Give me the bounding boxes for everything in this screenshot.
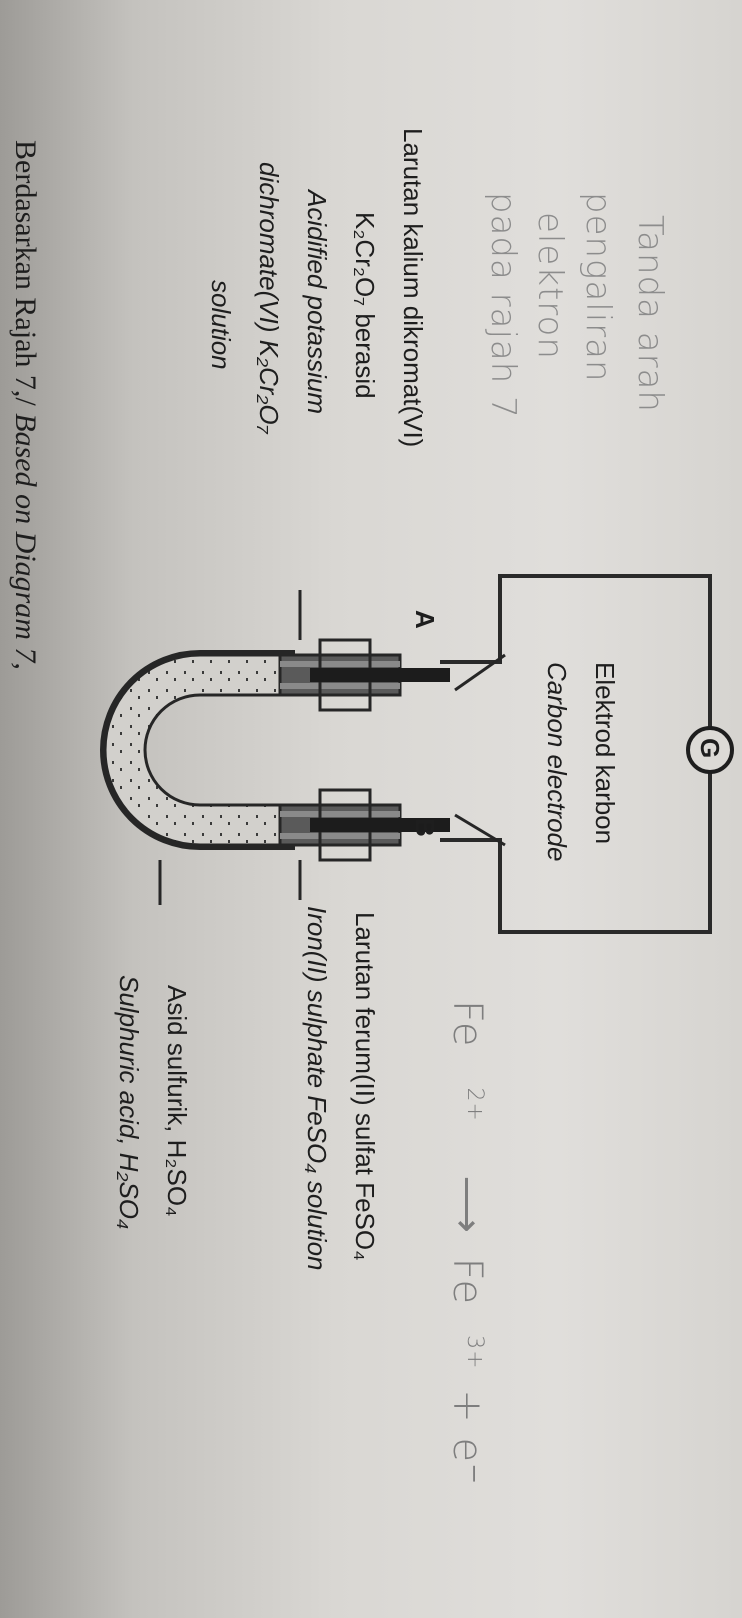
galvanometer-symbol — [686, 726, 734, 774]
caption-prefix: Berdasarkan Rajah 7,/ — [9, 140, 42, 414]
label-b-malay: Larutan ferum(II) sulfat FeSO₄ — [350, 912, 380, 1261]
terminal-a-label: A — [410, 610, 440, 629]
pointer-electrode-b — [454, 813, 506, 847]
acid-label-malay: Asid sulfurik, H₂SO₄ — [162, 985, 192, 1217]
acid-label-english: Sulphuric acid, H₂SO₄ — [114, 975, 144, 1230]
equation-reactant-charge: 2+ — [462, 1087, 488, 1122]
electrode-label-malay: Elektrod karbon — [590, 662, 620, 845]
carbon-electrode-a — [310, 668, 450, 682]
label-a-english-line2: dichromate(VI) K₂Cr₂O₇ — [254, 162, 284, 434]
handwritten-note-line-2: pengaliran — [578, 192, 618, 383]
wire-right — [440, 765, 712, 934]
carbon-electrode-b — [310, 818, 450, 832]
label-a-malay-line1: Larutan kalium dikromat(VI) — [398, 128, 428, 448]
terminal-b-label: B — [410, 818, 440, 837]
handwritten-equation: Fe 2+ ⟶ Fe 3+ + e⁻ — [444, 1000, 490, 1485]
u-tube-electrolyte — [103, 653, 282, 847]
caption: Berdasarkan Rajah 7,/ Based on Diagram 7… — [8, 140, 42, 670]
equation-product: Fe — [444, 1257, 490, 1306]
label-b-english: Iron(II) sulphate FeSO₄ solution — [302, 906, 332, 1271]
equation-product-charge: 3+ — [462, 1335, 488, 1370]
caption-english: Based on Diagram 7, — [9, 413, 42, 670]
label-a-malay-line2: K₂Cr₂O₇ berasid — [350, 212, 380, 399]
u-tube-outline — [100, 650, 295, 850]
handwritten-note-line-3: elektron — [530, 212, 570, 360]
electrode-label-english: Carbon electrode — [542, 662, 572, 862]
equation-reactant: Fe — [444, 1000, 490, 1048]
label-a-english-line1: Acidified potassium — [302, 190, 332, 414]
pointer-electrode-a — [454, 653, 506, 692]
equation-tail: + e⁻ — [444, 1389, 490, 1486]
equation-arrow: ⟶ — [444, 1175, 490, 1234]
label-a-english-line3: solution — [206, 280, 236, 370]
handwritten-note-line-4: pada rajah 7 — [483, 192, 523, 419]
wire-left — [440, 574, 712, 735]
galvanometer-label: G — [695, 738, 725, 759]
handwritten-note-line-1: Tanda arah — [630, 215, 670, 413]
